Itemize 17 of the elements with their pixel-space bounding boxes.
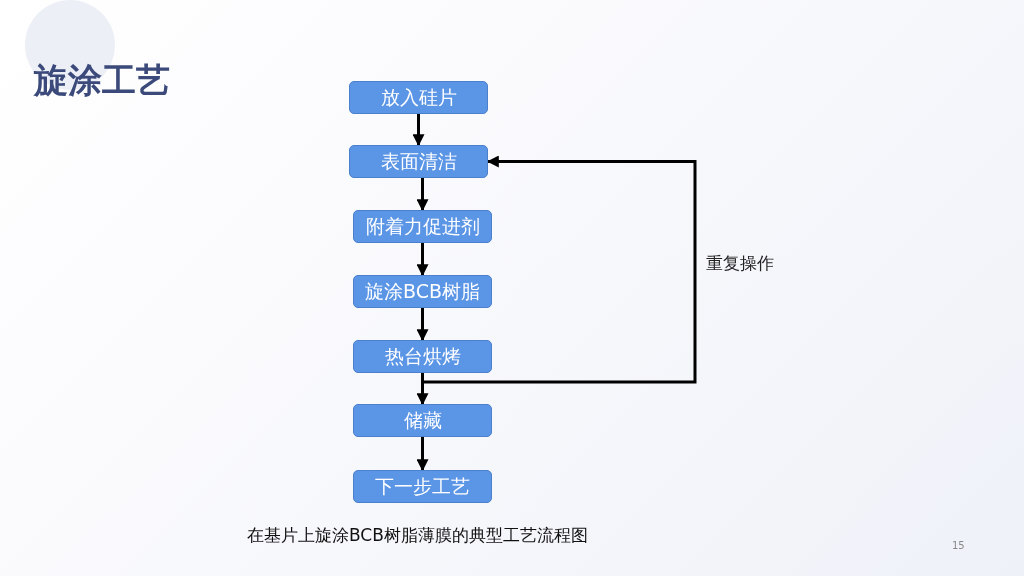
figure-caption: 在基片上旋涂BCB树脂薄膜的典型工艺流程图	[247, 524, 588, 547]
process-box: 储藏	[353, 404, 492, 437]
process-box: 下一步工艺	[353, 470, 492, 503]
edge-label: 重复操作	[706, 252, 774, 275]
arrow	[412, 114, 425, 147]
arrow	[416, 243, 429, 277]
process-box: 表面清洁	[349, 145, 488, 178]
process-box: 旋涂BCB树脂	[353, 275, 492, 308]
process-box: 附着力促进剂	[353, 210, 492, 243]
arrow	[416, 178, 429, 212]
arrow	[421, 155, 697, 384]
page-number: 15	[952, 540, 965, 551]
process-box: 放入硅片	[349, 81, 488, 114]
arrow	[416, 437, 429, 472]
process-box: 热台烘烤	[353, 340, 492, 373]
arrow	[416, 308, 429, 342]
slide-title: 旋涂工艺	[34, 59, 170, 102]
